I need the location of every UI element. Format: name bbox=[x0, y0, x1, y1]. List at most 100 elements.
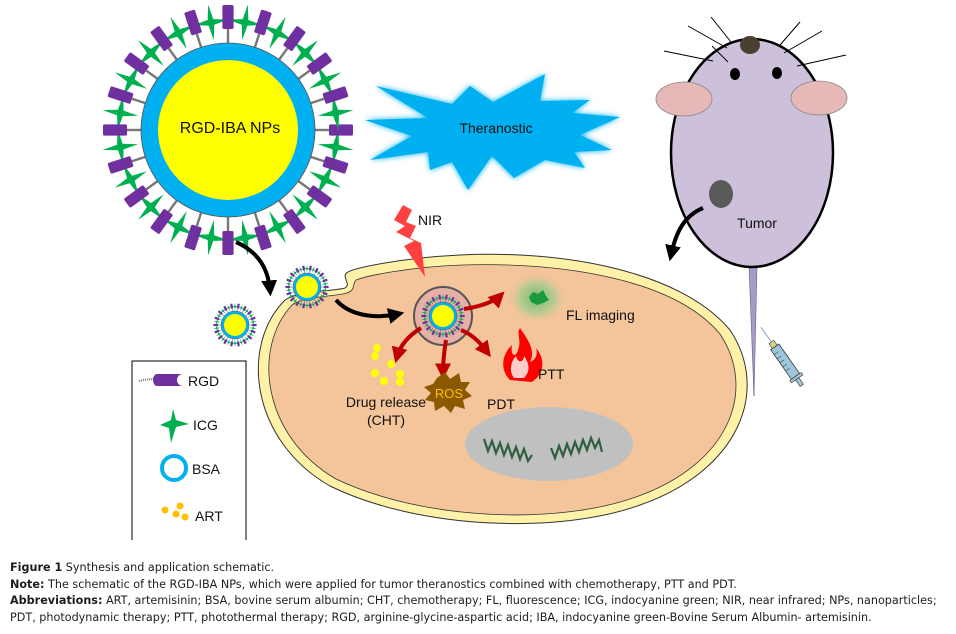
rgd-ligand bbox=[425, 301, 431, 306]
icg-star bbox=[457, 309, 465, 317]
rgd-ligand bbox=[107, 86, 134, 104]
nir-lightning-icon bbox=[394, 205, 425, 277]
arrow-uptake-icon bbox=[334, 298, 405, 324]
icg-star bbox=[261, 16, 294, 49]
drug-dots-icon bbox=[371, 344, 404, 386]
icg-star bbox=[309, 163, 342, 196]
icg-star bbox=[452, 299, 458, 305]
icg-star bbox=[316, 270, 322, 276]
note-label: Note: bbox=[10, 577, 45, 591]
rgd-ligand bbox=[214, 316, 220, 321]
icg-star bbox=[297, 300, 305, 308]
rgd-ligand bbox=[302, 265, 306, 271]
legend-label-rgd: RGD bbox=[188, 373, 219, 389]
rgd-ligand bbox=[150, 26, 173, 51]
icg-star bbox=[247, 331, 255, 338]
rgd-ligand bbox=[308, 265, 312, 271]
rgd-ligand bbox=[302, 303, 306, 309]
icg-star bbox=[287, 293, 295, 300]
rgd-ligand bbox=[236, 341, 240, 347]
rgd-ligand bbox=[444, 294, 448, 300]
arrow-ptt-icon bbox=[460, 328, 491, 358]
icg-star bbox=[261, 211, 294, 244]
rgd-ligand bbox=[247, 310, 253, 315]
icg-star bbox=[439, 294, 447, 302]
icg-star bbox=[249, 324, 257, 332]
nanoparticle-label: RGD-IBA NPs bbox=[180, 120, 280, 137]
icg-star bbox=[309, 64, 342, 97]
icg-star bbox=[225, 304, 233, 312]
rgd-ligand bbox=[254, 9, 272, 36]
rgd-ligand bbox=[223, 339, 228, 345]
rgd-ligand bbox=[455, 301, 461, 306]
rgd-ligand bbox=[283, 209, 306, 234]
rgd-ligand bbox=[223, 305, 228, 311]
icg-star bbox=[102, 95, 139, 131]
rgd-ligand bbox=[307, 52, 332, 75]
rgd-ligand bbox=[450, 296, 455, 302]
rgd-ligand bbox=[214, 329, 220, 334]
icg-star bbox=[309, 300, 317, 308]
icg-star bbox=[439, 330, 447, 338]
rgd-ligand bbox=[286, 278, 292, 283]
icg-star bbox=[193, 219, 229, 256]
rgd-ligand bbox=[459, 314, 465, 318]
figure-number: Figure 1 bbox=[10, 561, 63, 574]
pdt-label: PDT bbox=[487, 396, 515, 412]
arrow-ros-icon bbox=[435, 339, 452, 380]
nanoparticle-small bbox=[285, 265, 329, 309]
rgd-ligand bbox=[438, 294, 442, 300]
icg-star bbox=[220, 308, 226, 314]
figure-caption: Figure 1 Synthesis and application schem… bbox=[10, 560, 950, 626]
cht-label: (CHT) bbox=[367, 412, 405, 428]
rgd-ligand bbox=[450, 330, 455, 336]
icg-star bbox=[292, 270, 298, 276]
art-dots-icon bbox=[161, 502, 189, 521]
icg-star bbox=[231, 339, 239, 347]
rgd-ligand bbox=[431, 330, 436, 336]
ptt-label: PTT bbox=[538, 366, 565, 382]
abbreviations-text: ART, artemisinin; BSA, bovine serum albu… bbox=[10, 594, 937, 624]
icg-star bbox=[421, 309, 429, 317]
icg-star bbox=[317, 129, 354, 165]
icg-star bbox=[247, 312, 255, 319]
rgd-ligand bbox=[322, 156, 349, 174]
theranostic-label: Theranostic bbox=[459, 120, 532, 136]
drug-release-label: Drug release bbox=[346, 394, 426, 410]
rgd-ligand bbox=[230, 303, 234, 309]
rgd-ligand bbox=[247, 335, 253, 340]
rgd-ligand bbox=[431, 296, 436, 302]
rgd-icon bbox=[138, 374, 183, 386]
icg-star bbox=[162, 16, 195, 49]
arrow-fl-icon bbox=[463, 291, 505, 311]
rgd-ligand bbox=[242, 339, 247, 345]
icg-star bbox=[285, 280, 293, 288]
nucleus bbox=[465, 407, 633, 481]
abbreviations-label: Abbreviations: bbox=[10, 594, 103, 607]
rgd-ligand bbox=[107, 156, 134, 174]
nanoparticle-large bbox=[102, 4, 354, 256]
icg-star bbox=[316, 298, 322, 304]
rgd-ligand bbox=[444, 332, 448, 338]
icg-star bbox=[231, 303, 239, 311]
theranostic-burst bbox=[365, 74, 620, 190]
icg-star bbox=[423, 303, 431, 310]
icg-star bbox=[455, 303, 463, 310]
rgd-ligand bbox=[319, 297, 325, 302]
rgd-ligand bbox=[314, 301, 319, 307]
icg-star bbox=[102, 129, 139, 165]
icg-star bbox=[428, 299, 434, 305]
arrow-drug-icon bbox=[391, 326, 423, 364]
rgd-ligand bbox=[323, 285, 329, 289]
rgd-ligand bbox=[242, 305, 247, 311]
icg-star bbox=[237, 304, 245, 312]
icg-star bbox=[213, 318, 221, 326]
icg-star bbox=[244, 336, 250, 342]
rgd-ligand bbox=[222, 5, 234, 29]
rgd-ligand bbox=[319, 272, 325, 277]
icg-star bbox=[227, 4, 263, 41]
tumor-cell bbox=[257, 253, 748, 525]
rgd-ligand bbox=[455, 326, 461, 331]
icg-star bbox=[287, 274, 295, 281]
icg-star bbox=[321, 286, 329, 294]
